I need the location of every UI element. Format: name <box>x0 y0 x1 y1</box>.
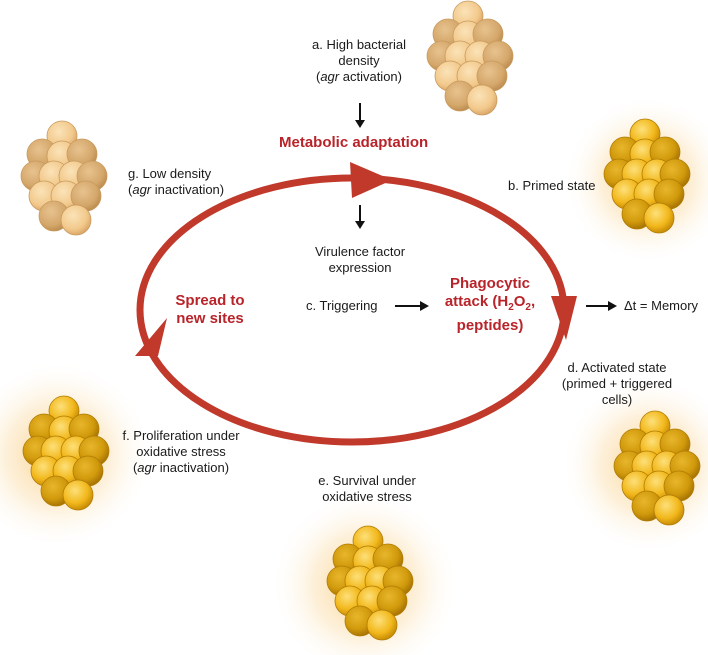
virulence-line1: Virulence factor <box>314 244 406 259</box>
stage-a-suffix: activation) <box>339 69 402 84</box>
stage-d-line2: (primed + triggered <box>561 376 673 391</box>
phagocytic-o: O <box>513 293 526 310</box>
stage-f-label: f. Proliferation under oxidative stress … <box>108 428 254 476</box>
stage-f-line2: oxidative stress <box>136 444 226 459</box>
stage-a-line3: (agr activation) <box>315 69 402 84</box>
stage-e-label: e. Survival under oxidative stress <box>305 473 429 505</box>
h2o2-sub-o: 2 <box>525 302 531 313</box>
arrow-triggering-head <box>420 301 429 311</box>
spread-label: Spread to new sites <box>160 292 260 328</box>
bacterium-cell <box>62 479 94 511</box>
stage-b-label: b. Primed state <box>508 178 596 193</box>
stage-f-line1: f. Proliferation under <box>122 428 240 443</box>
metabolic-adaptation-label: Metabolic adaptation <box>279 134 429 151</box>
stage-g-label: g. Low density (agr inactivation) <box>128 166 258 198</box>
phagocytic-line2: attack (H2O2, <box>428 293 552 317</box>
memory-label: Δt = Memory <box>624 298 699 313</box>
virulence-line2: expression <box>328 260 392 275</box>
bacteria-clusters <box>20 0 701 641</box>
stage-c-label: c. Triggering <box>306 298 378 313</box>
phagocytic-pre: attack (H <box>444 293 509 310</box>
stage-g-suffix: inactivation) <box>151 182 225 197</box>
cluster-activated <box>613 410 701 526</box>
phagocytic-post: , <box>530 293 536 310</box>
black-arrows <box>355 103 617 311</box>
stage-d-label: d. Activated state (primed + triggered c… <box>550 360 684 408</box>
cycle-arrowhead-right <box>551 296 577 340</box>
phagocytic-attack-label: Phagocytic attack (H2O2, peptides) <box>428 275 552 335</box>
arrow-memory-head <box>608 301 617 311</box>
spread-line2: new sites <box>176 310 244 327</box>
stage-a-gene: agr <box>320 69 340 84</box>
stage-g-gene: agr <box>132 182 152 197</box>
h2o2-sub-h: 2 <box>508 302 514 313</box>
stage-a-line2: density <box>338 53 380 68</box>
stage-d-line1: d. Activated state <box>567 360 667 375</box>
arrow-density-to-metabolic-head <box>355 120 365 128</box>
stage-a-line1: a. High bacterial <box>312 37 406 52</box>
stage-f-gene: agr <box>137 460 157 475</box>
cluster-primed <box>603 118 691 234</box>
bacterium-cell <box>653 494 685 526</box>
cluster-proliferation <box>22 395 110 511</box>
phagocytic-line1: Phagocytic <box>449 275 531 292</box>
virulence-label: Virulence factor expression <box>299 244 421 276</box>
stage-d-line3: cells) <box>601 392 633 407</box>
stage-e-line1: e. Survival under <box>318 473 416 488</box>
bacterium-cell <box>60 204 92 236</box>
cycle-arrowhead-top <box>350 162 392 198</box>
cluster-high-density <box>426 0 514 116</box>
stage-g-line1: g. Low density <box>128 166 212 181</box>
stage-f-suffix: inactivation) <box>156 460 230 475</box>
stage-a-label: a. High bacterial density (agr activatio… <box>292 37 426 85</box>
stage-e-line2: oxidative stress <box>322 489 412 504</box>
arrow-to-virulence-head <box>355 221 365 229</box>
stage-g-line2: (agr inactivation) <box>128 182 225 197</box>
cluster-survival <box>326 525 414 641</box>
cycle-arrowhead-left <box>135 318 167 356</box>
stage-f-line3: (agr inactivation) <box>132 460 230 475</box>
spread-line1: Spread to <box>175 292 245 309</box>
bacterium-cell <box>643 202 675 234</box>
bacterium-cell <box>366 609 398 641</box>
cluster-low-density <box>20 120 108 236</box>
phagocytic-line3: peptides) <box>456 317 524 334</box>
bacterium-cell <box>466 84 498 116</box>
